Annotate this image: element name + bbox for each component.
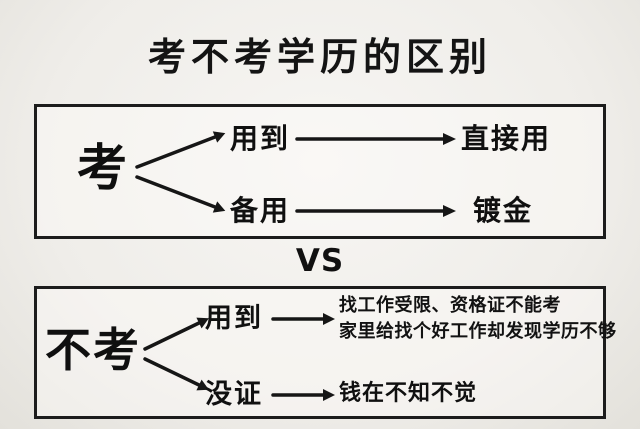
no-exam-consequences: 找工作受限、资格证不能考 家里给找个好工作却发现学历不够 — [339, 293, 617, 345]
arrow-right-icon — [295, 205, 456, 217]
exam-result-gilding: 镀金 — [473, 194, 534, 227]
arrow-right-icon — [271, 389, 335, 401]
consequence-line-1: 找工作受限、资格证不能考 — [339, 295, 561, 316]
no-exam-box: 不考 用到 找工作受限、资格证不能考 家里给找个好工作却发现学历不够 没证 钱在… — [34, 286, 616, 419]
no-exam-branch-needed: 用到 — [205, 303, 263, 334]
branch-arrow-up-icon — [143, 317, 209, 351]
consequence-line-2: 家里给找个好工作却发现学历不够 — [339, 321, 617, 342]
branch-arrow-up-icon — [135, 131, 226, 169]
arrow-right-icon — [271, 313, 335, 325]
branch-arrow-down-icon — [135, 175, 226, 213]
no-exam-branch-no-certificate: 没证 — [205, 379, 263, 410]
no-exam-subject: 不考 — [45, 323, 141, 377]
arrow-right-icon — [295, 133, 456, 145]
vs-label: VS — [295, 243, 345, 279]
exam-subject: 考 — [77, 139, 129, 197]
exam-branch-used: 用到 — [230, 122, 291, 155]
diagram-title: 考不考学历的区别 — [147, 35, 492, 79]
exam-result-direct-use: 直接用 — [461, 122, 552, 155]
exam-branch-backup: 备用 — [230, 194, 291, 227]
exam-box: 考 用到 直接用 备用 镀金 — [34, 104, 606, 239]
no-exam-result-money: 钱在不知不觉 — [339, 381, 478, 406]
branch-arrow-down-icon — [143, 357, 209, 391]
